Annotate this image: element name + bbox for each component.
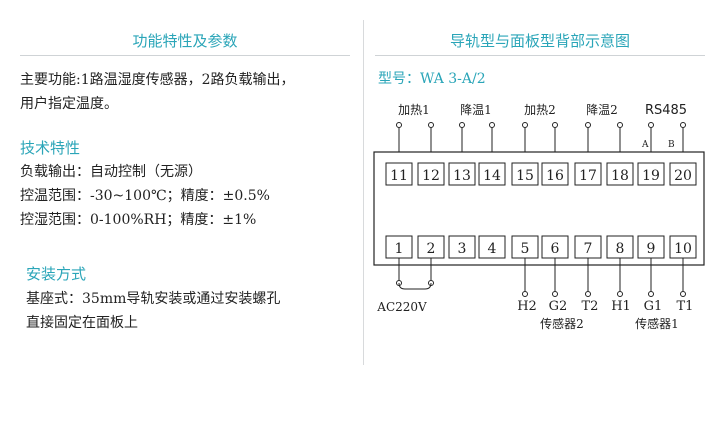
terminal-5: 5 (521, 241, 530, 257)
terminal-7: 7 (584, 241, 593, 257)
terminal-4: 4 (488, 241, 497, 257)
install-line-1: 基座式：35mm导轨安装或通过安装螺孔 (26, 291, 281, 307)
terminal-block-housing (373, 151, 705, 266)
terminal-16: 16 (546, 168, 564, 184)
pin-g2: G2 (549, 299, 568, 314)
terminal-2: 2 (427, 241, 436, 257)
terminal-19: 19 (642, 168, 660, 184)
label-b: B (668, 140, 675, 150)
bottom-wires (396, 258, 686, 297)
terminal-11: 11 (390, 168, 408, 184)
pin-h2: H2 (517, 299, 537, 314)
label-heat1: 加热1 (398, 103, 430, 117)
pin-t2: T2 (582, 299, 599, 314)
terminal-15: 15 (516, 168, 534, 184)
terminal-20: 20 (674, 168, 692, 184)
left-header: 功能特性及参数 (132, 32, 238, 50)
sensor2-label: 传感器2 (540, 316, 584, 331)
label-a: A (641, 140, 649, 150)
right-header: 导轨型与面板型背部示意图 (449, 32, 630, 50)
top-terminal-boxes (385, 162, 697, 186)
install-title: 安装方式 (26, 265, 87, 283)
pin-t1: T1 (677, 299, 694, 314)
tech-title: 技术特性 (20, 139, 81, 157)
terminal-12: 12 (422, 168, 440, 184)
pin-g1: G1 (644, 299, 663, 314)
label-cool1: 降温1 (460, 103, 492, 117)
column-separator (363, 20, 364, 365)
label-heat2: 加热2 (524, 103, 556, 117)
label-cool2: 降温2 (586, 103, 618, 117)
right-header-divider (375, 55, 705, 56)
terminal-9: 9 (647, 241, 656, 257)
terminal-8: 8 (616, 241, 625, 257)
tech-line-load: 负载输出：自动控制（无源） (20, 164, 202, 180)
power-label: AC220V (376, 300, 427, 314)
left-header-divider (20, 55, 350, 56)
terminal-14: 14 (483, 168, 501, 184)
terminal-3: 3 (458, 241, 467, 257)
label-rs485: RS485 (645, 103, 687, 118)
terminal-1: 1 (395, 241, 404, 257)
model-number: 型号：WA 3-A/2 (378, 71, 486, 87)
terminal-18: 18 (611, 168, 629, 184)
intro-line-2: 用户指定温度。 (20, 96, 118, 112)
intro-line-1: 主要功能:1路温湿度传感器，2路负载输出， (20, 72, 295, 88)
tech-line-humidity: 控湿范围：0-100%RH；精度：±1% (20, 212, 257, 228)
top-wires (396, 122, 686, 152)
sensor1-label: 传感器1 (635, 316, 679, 331)
terminal-10: 10 (674, 241, 692, 257)
install-line-2: 直接固定在面板上 (26, 315, 138, 331)
terminal-17: 17 (579, 168, 597, 184)
pin-h1: H1 (611, 299, 631, 314)
tech-line-temp: 控温范围：-30~100℃；精度：±0.5% (20, 188, 270, 204)
terminal-13: 13 (453, 168, 471, 184)
terminal-6: 6 (551, 241, 560, 257)
